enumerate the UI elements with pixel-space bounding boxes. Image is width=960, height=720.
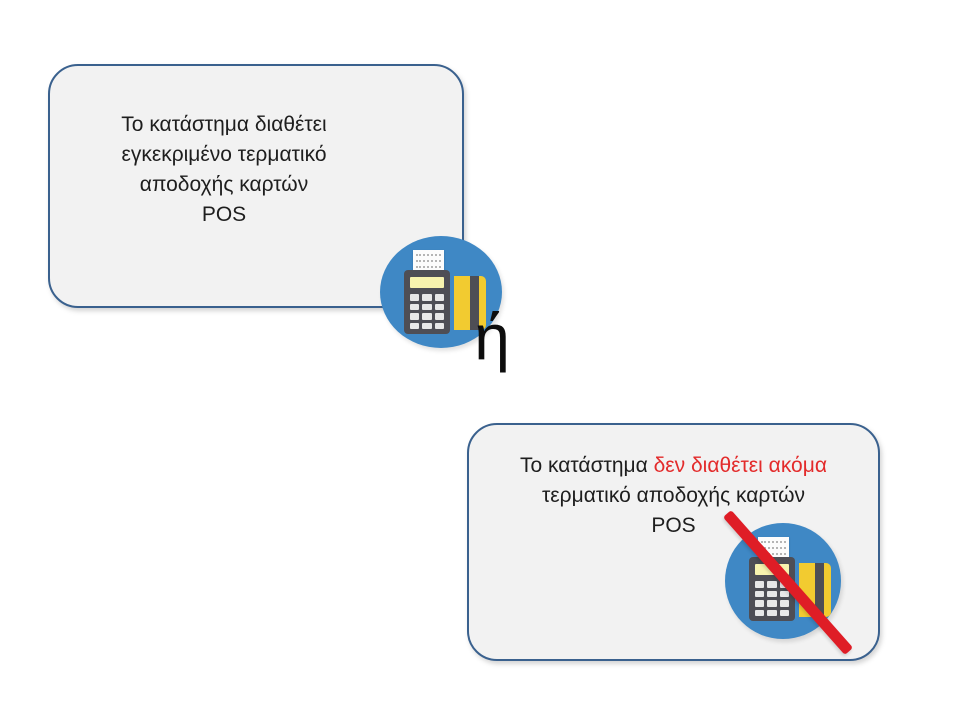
text-line: Το κατάστημα διαθέτει (121, 113, 327, 136)
pos-terminal-icon (380, 236, 502, 348)
or-connector-label: ή (474, 301, 510, 373)
bank-cards-icon (454, 276, 486, 330)
text-line: εγκεκριμένο τερματικό (121, 143, 327, 166)
text-line: POS (201, 203, 247, 226)
text-line: τερματικό αποδοχής καρτών (542, 484, 805, 507)
terminal-display-icon (410, 277, 444, 288)
pos-unavailable-text: Το κατάστημα δεν διαθέτει ακόμα τερματικ… (474, 451, 873, 541)
text-segment: Το κατάστημα (520, 454, 654, 477)
text-line: POS (651, 514, 696, 537)
pos-available-text: Το κατάστημα διαθέτει εγκεκριμένο τερματ… (68, 110, 380, 230)
text-line: αποδοχής καρτών (139, 173, 309, 196)
highlighted-text-segment: δεν διαθέτει ακόμα (653, 454, 827, 477)
text-line: Το κατάστημα δεν διαθέτει ακόμα (474, 451, 873, 481)
option-card-pos-available: Το κατάστημα διαθέτει εγκεκριμένο τερματ… (48, 64, 502, 348)
terminal-keypad-icon (410, 294, 444, 329)
